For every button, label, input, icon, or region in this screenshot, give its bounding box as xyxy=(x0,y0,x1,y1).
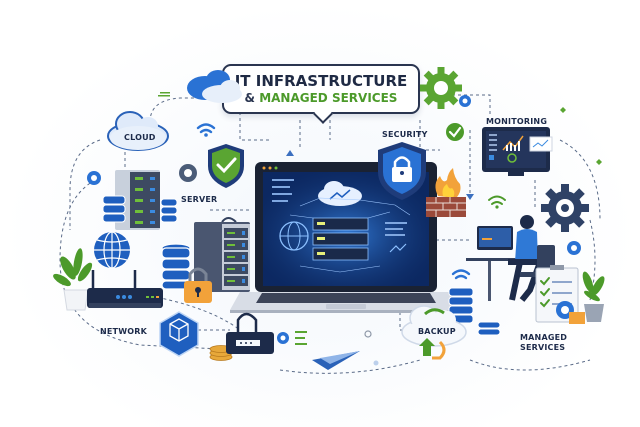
label-security: SECURITY xyxy=(382,130,428,139)
label-services: SERVICES xyxy=(520,343,566,352)
title-ampersand: & xyxy=(244,91,256,105)
title-line-2: & MANAGED SERVICES xyxy=(224,90,418,106)
label-server: SERVER xyxy=(181,195,218,204)
label-monitoring: MONITORING xyxy=(486,117,548,126)
title-banner: IT INFRASTRUCTURE & MANAGED SERVICES xyxy=(222,64,420,124)
label-cloud: CLOUD xyxy=(124,133,156,142)
label-managed: MANAGED xyxy=(520,333,568,342)
title-highlight: MANAGED SERVICES xyxy=(259,91,398,105)
title-line-1: IT INFRASTRUCTURE xyxy=(234,72,408,90)
label-network: NETWORK xyxy=(100,327,148,336)
label-backup: BACKUP xyxy=(418,327,456,336)
